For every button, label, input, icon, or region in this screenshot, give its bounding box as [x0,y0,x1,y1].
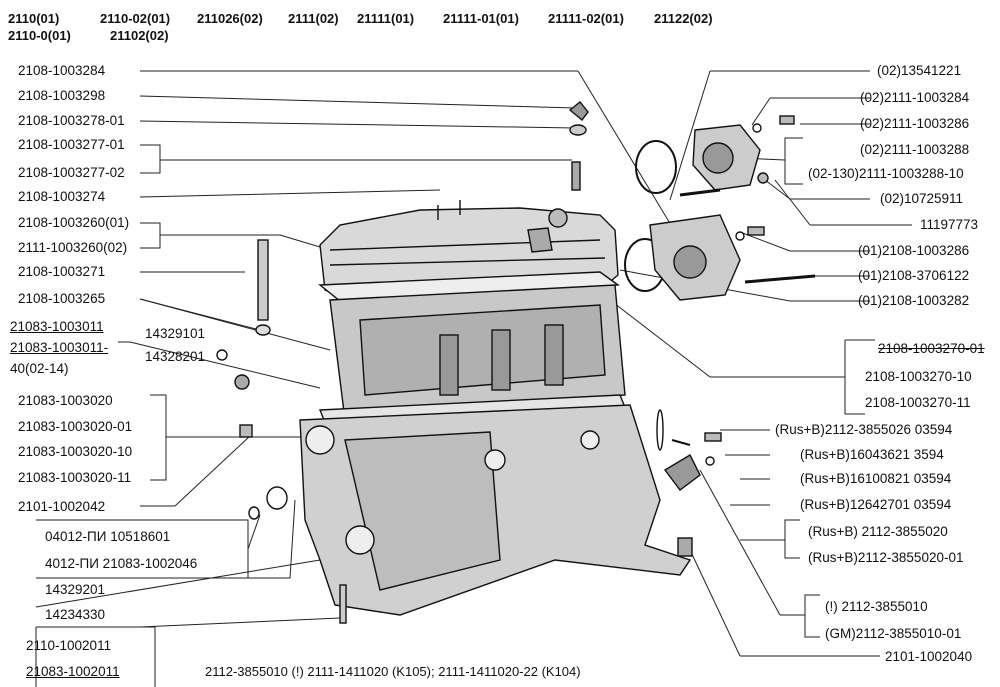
part-number: (01)2108-1003286 [858,243,970,258]
part-number: 2111-1003260(02) [18,240,128,255]
part-number: (02)10725911 [880,191,964,206]
part-number: 2108-1003278-01 [18,113,125,128]
part-number: (02)2111-1003288 [860,142,970,157]
part-number: 2108-1003265 [18,291,106,306]
part-number: 21083-1002011 [26,664,120,679]
part-number: (Rus+B) 2112-3855020 [808,524,948,539]
part-number: 21083-1003011- [10,340,109,355]
part-number: (01)2108-1003282 [858,293,970,308]
part-number: 11197773 [920,217,979,232]
part-number: 2108-1003270-11 [865,395,971,410]
part-number: (Rus+B)16100821 03594 [800,471,952,486]
part-number: (01)2108-3706122 [858,268,970,283]
part-number: (Rus+B)2112-3855026 03594 [775,422,953,437]
part-number: 2108-1003260(01) [18,215,130,230]
part-number: 2108-1003271 [18,264,106,279]
part-number: 2108-1003270-10 [865,369,972,384]
part-number: 21083-1003020 [18,393,113,408]
model-code: 21111-01(01) [443,11,519,26]
footer-note: 2112-3855010 (!) 2111-1411020 (K105); 21… [205,664,581,679]
model-code: 2110-0(01) [8,28,71,43]
part-number: (02)2111-1003284 [860,90,970,105]
part-number: (Rus+B)16043621 3594 [800,447,944,462]
part-number: 2108-1003284 [18,63,106,78]
part-number: 4012-ПИ 21083-1002046 [45,556,198,571]
part-number: 14329201 [45,582,106,597]
model-code: 21111(01) [357,11,415,26]
part-number: 14234330 [45,607,106,622]
part-number: (02-130)2111-1003288-10 [808,166,964,181]
part-number: 2101-1002040 [885,649,973,664]
part-number: 40(02-14) [10,361,69,376]
part-number: 2108-1003277-01 [18,137,125,152]
part-number: 2110-1002011 [26,638,112,653]
part-number: 14328201 [145,349,206,364]
model-code: 2110(01) [8,11,60,26]
model-code: 211026(02) [197,11,263,26]
part-number: 2108-1003298 [18,88,106,103]
part-number: 04012-ПИ 10518601 [45,529,171,544]
part-number: 14329101 [145,326,206,341]
part-number: 21083-1003011 [10,319,104,334]
part-number: (GM)2112-3855010-01 [825,626,962,641]
model-code: 21111-02(01) [548,11,624,26]
part-number: (Rus+B)2112-3855020-01 [808,550,964,565]
part-number: 21083-1003020-10 [18,444,133,459]
part-number: 2108-1003274 [18,189,106,204]
part-number: 2101-1002042 [18,499,106,514]
part-number: (02)2111-1003286 [860,116,970,131]
part-number: 21083-1003020-11 [18,470,132,485]
model-code: 21102(02) [110,28,169,43]
part-number: (02)13541221 [877,63,962,78]
part-number: 2108-1003277-02 [18,165,125,180]
part-number: 21083-1003020-01 [18,419,133,434]
part-number: 2108-1003270-01 [878,341,985,356]
model-code: 2110-02(01) [100,11,171,26]
model-code: 21122(02) [654,11,713,26]
part-number: (Rus+B)12642701 03594 [800,497,952,512]
part-number: (!) 2112-3855010 [825,599,928,614]
model-code: 2111(02) [288,11,339,26]
